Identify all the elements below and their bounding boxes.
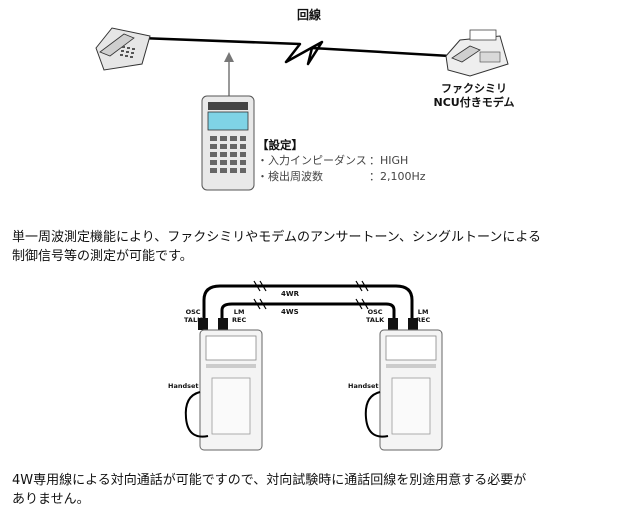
talk-label: TALK (184, 316, 203, 324)
right-osc-talk-label: OSC TALK (366, 308, 384, 324)
description-paragraph-1: 単一周波測定機能により、ファクシミリやモデムのアンサートーン、シングルトーンによ… (12, 228, 612, 266)
line-title: 回線 (297, 8, 322, 22)
left-lm-rec-label: LM REC (232, 308, 246, 324)
settings-box: 【設定】 ・入力インピーダンス：HIGH ・検出周波数 ：2,100Hz (257, 137, 426, 185)
cable-4wr-label: 4WR (281, 290, 299, 298)
fax-label-line1: ファクシミリ (441, 82, 507, 95)
fax-modem-label: ファクシミリ NCU付きモデム (404, 82, 544, 110)
osc-label: OSC (367, 308, 383, 316)
settings-value: ：HIGH (369, 154, 409, 167)
tester-device-icon (201, 95, 255, 191)
paragraph-line: 単一周波測定機能により、ファクシミリやモデムのアンサートーン、シングルトーンによ… (12, 230, 541, 245)
paragraph-line: 制御信号等の測定が可能です。 (12, 249, 193, 264)
cable-4ws-label: 4WS (281, 308, 299, 316)
paragraph-line: 4W専用線による対向通話が可能ですので、対向試験時に通話回線を別途用意する必要が (12, 473, 527, 488)
rec-label: REC (416, 316, 431, 324)
fax-label-line2: NCU付きモデム (433, 96, 515, 109)
settings-title: 【設定】 (257, 138, 303, 152)
left-handset-label: Handset (168, 382, 199, 390)
right-lm-rec-label: LM REC (416, 308, 430, 324)
osc-label: OSC (185, 308, 201, 316)
paragraph-line: ありません。 (12, 492, 90, 507)
cable-4wr (202, 284, 414, 320)
left-test-unit (184, 318, 263, 451)
telephone-line (139, 36, 451, 66)
settings-value: ：2,100Hz (369, 170, 426, 183)
right-handset-label: Handset (348, 382, 379, 390)
left-osc-talk-label: OSC TALK (184, 308, 202, 324)
lm-label: LM (233, 308, 245, 316)
telephone-icon (95, 27, 151, 71)
lm-label: LM (417, 308, 429, 316)
fax-machine-icon (445, 29, 509, 77)
description-paragraph-2: 4W専用線による対向通話が可能ですので、対向試験時に通話回線を別途用意する必要が… (12, 471, 612, 509)
cable-4ws (220, 302, 396, 320)
settings-key: ・入力インピーダンス (257, 154, 367, 167)
settings-row: ・入力インピーダンス：HIGH (257, 153, 426, 169)
settings-key: ・検出周波数 (257, 170, 323, 183)
settings-row: ・検出周波数 ：2,100Hz (257, 169, 426, 185)
talk-label: TALK (366, 316, 385, 324)
rec-label: REC (232, 316, 247, 324)
right-test-unit (364, 318, 443, 451)
